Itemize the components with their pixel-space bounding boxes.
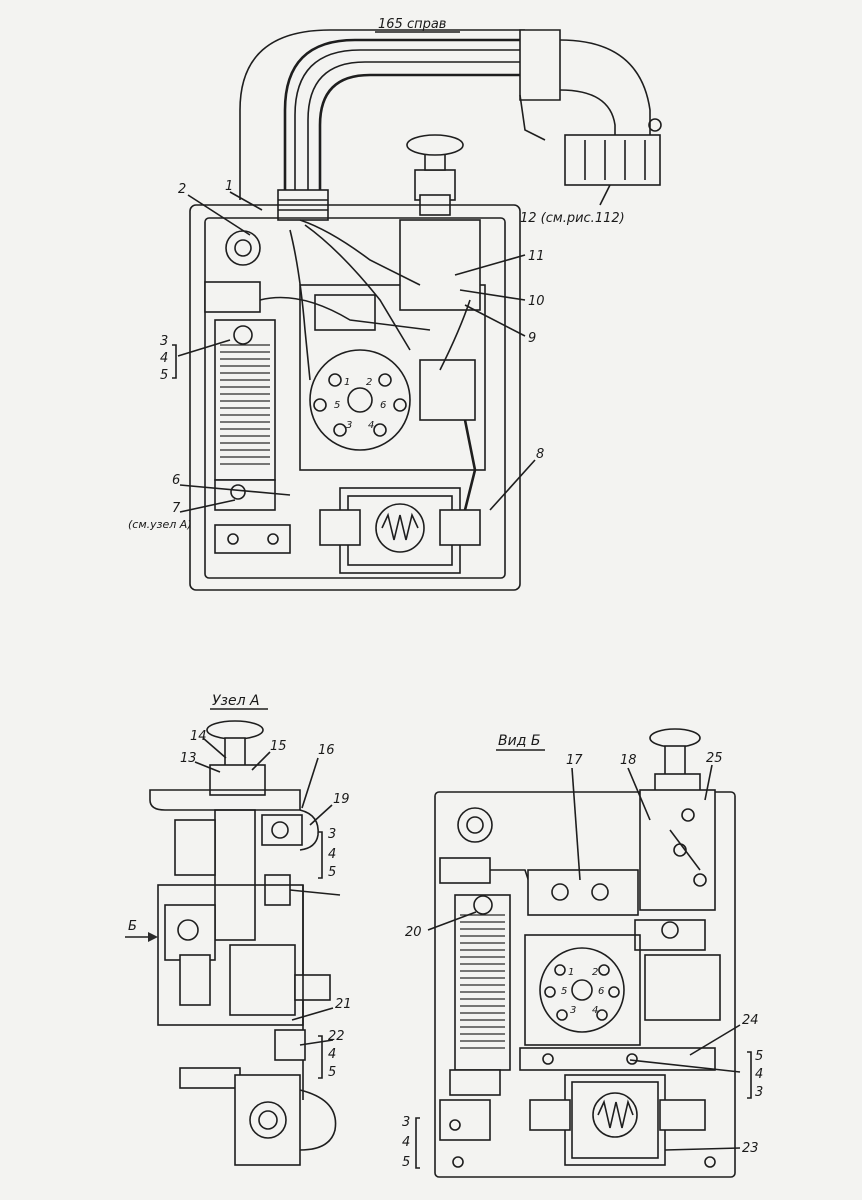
socket-number: 2 bbox=[592, 967, 598, 978]
view-b-callout-17: 17 bbox=[566, 753, 583, 768]
socket-number: 3 bbox=[346, 420, 352, 431]
socket-number: 1 bbox=[568, 967, 574, 978]
callout-2: 2 bbox=[178, 182, 186, 197]
callout-10: 10 bbox=[528, 294, 545, 309]
arrow-label-b: Б bbox=[128, 919, 137, 934]
detail-a-callout-4b: 4 bbox=[328, 1047, 336, 1062]
detail-a-callout-15: 15 bbox=[270, 739, 287, 754]
view-b-callout-4b: 4 bbox=[402, 1135, 410, 1150]
detail-a-callout-19: 19 bbox=[333, 792, 350, 807]
detail-a-callout-5b: 5 bbox=[328, 1065, 336, 1080]
view-b-callout-3b: 3 bbox=[402, 1115, 410, 1130]
callout-9: 9 bbox=[528, 331, 536, 346]
callout-12: 12 (см.рис.112) bbox=[520, 211, 625, 226]
detail-a-callout-5: 5 bbox=[328, 865, 336, 880]
view-b-callout-20: 20 bbox=[405, 925, 422, 940]
detail-a-callout-16: 16 bbox=[318, 743, 335, 758]
detail-a-callout-22: 22 bbox=[328, 1029, 345, 1044]
top-view-assembly: 165 справ 1 2 3 4 5 6 7 8 9 10 11 12 (см… bbox=[128, 17, 662, 591]
view-b-callout-5: 5 bbox=[755, 1049, 763, 1064]
socket-number: 5 bbox=[561, 986, 567, 997]
view-b-callout-24: 24 bbox=[742, 1013, 759, 1028]
socket-number: 2 bbox=[366, 377, 372, 388]
detail-a-callout-4: 4 bbox=[328, 847, 336, 862]
socket-number: 4 bbox=[592, 1005, 598, 1016]
detail-a-callout-21: 21 bbox=[335, 997, 352, 1012]
detail-a: Узел А bbox=[125, 693, 352, 1166]
ref-note-detail-a: (см.узел А) bbox=[128, 518, 192, 531]
callout-8: 8 bbox=[536, 447, 544, 462]
view-b-callout-18: 18 bbox=[620, 753, 637, 768]
socket-number: 6 bbox=[380, 400, 386, 411]
callout-5: 5 bbox=[160, 368, 168, 383]
view-b-socket-numbers: 1 2 3 4 5 6 bbox=[561, 967, 604, 1016]
callout-1: 1 bbox=[225, 179, 233, 194]
view-b: Вид Б bbox=[402, 728, 763, 1178]
socket-number: 6 bbox=[598, 986, 604, 997]
callout-3: 3 bbox=[160, 334, 168, 349]
socket-number: 3 bbox=[570, 1005, 576, 1016]
detail-a-title: Узел А bbox=[212, 693, 260, 709]
view-b-callout-5b: 5 bbox=[402, 1155, 410, 1170]
top-socket-numbers: 1 2 3 4 5 6 bbox=[334, 377, 386, 431]
view-b-callout-4: 4 bbox=[755, 1067, 763, 1082]
detail-a-callout-3: 3 bbox=[328, 827, 336, 842]
detail-a-callout-13: 13 bbox=[180, 751, 197, 766]
callout-4: 4 bbox=[160, 351, 168, 366]
callout-7: 7 bbox=[172, 501, 181, 516]
view-b-callout-25: 25 bbox=[706, 751, 723, 766]
detail-a-callout-14: 14 bbox=[190, 729, 207, 744]
view-b-title: Вид Б bbox=[498, 733, 540, 749]
callout-11: 11 bbox=[528, 249, 545, 264]
cable-label: 165 справ bbox=[378, 17, 446, 32]
view-b-callout-3: 3 bbox=[755, 1085, 763, 1100]
callout-6: 6 bbox=[172, 473, 180, 488]
socket-number: 5 bbox=[334, 400, 340, 411]
view-b-callout-23: 23 bbox=[742, 1141, 759, 1156]
socket-number: 4 bbox=[368, 420, 374, 431]
socket-number: 1 bbox=[344, 377, 350, 388]
